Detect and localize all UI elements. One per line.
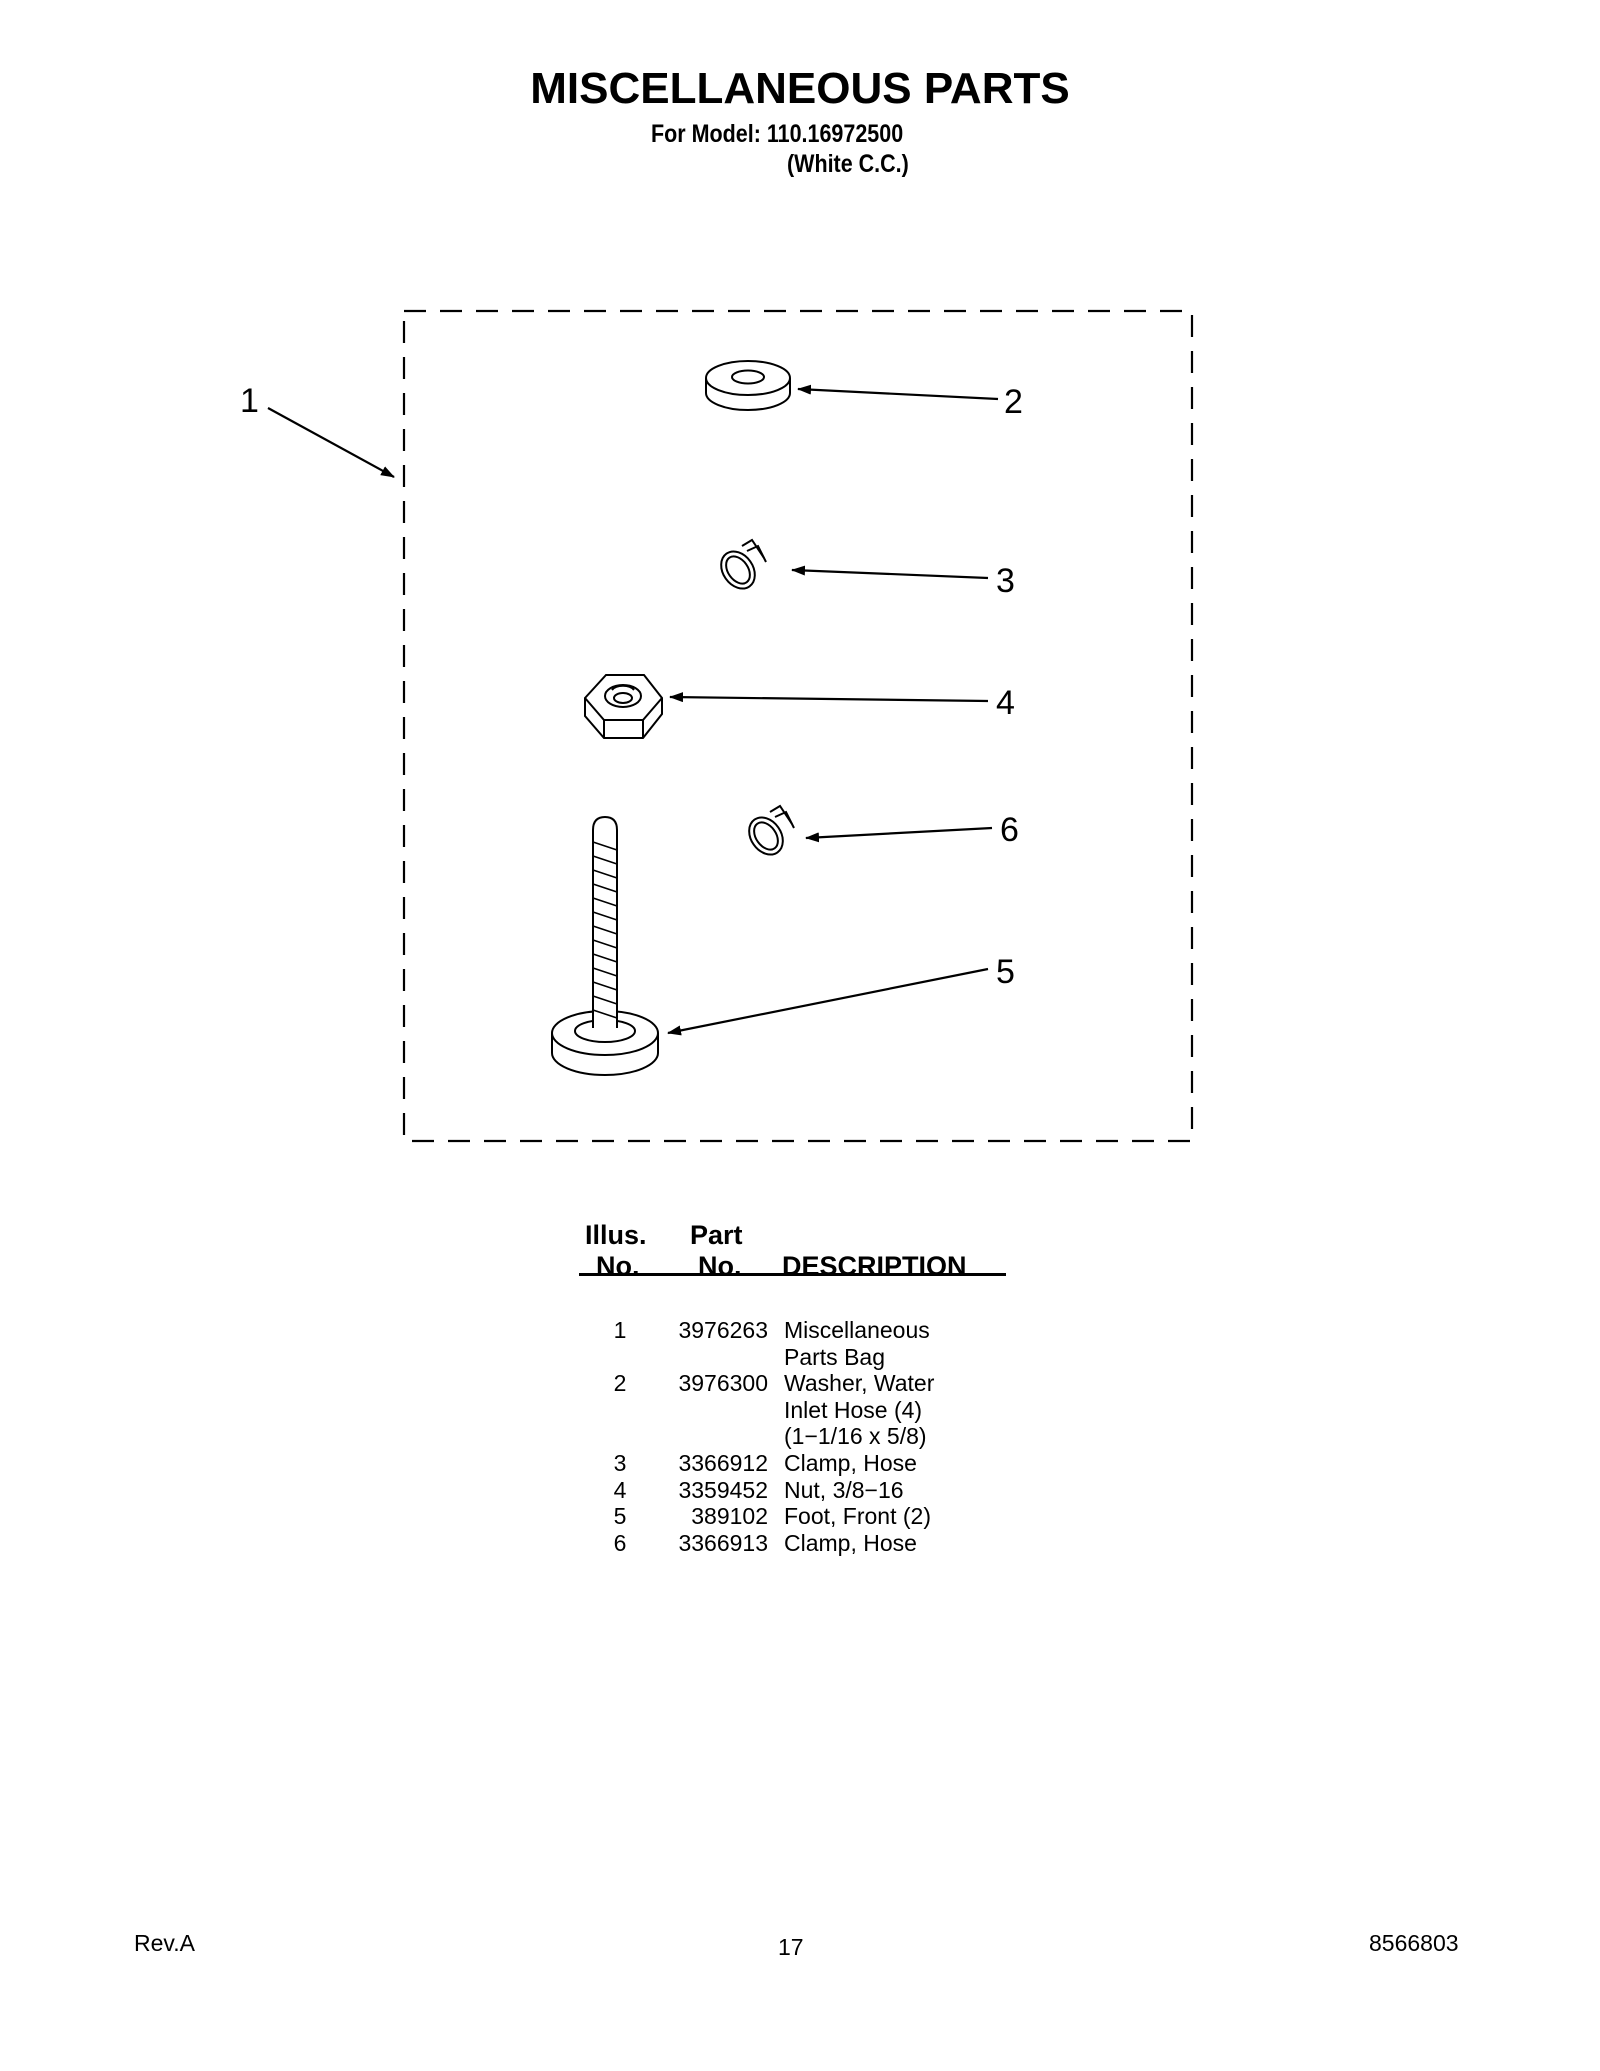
description-line: (1−1/16 x 5/8) [784,1423,927,1449]
revision-label: Rev.A [134,1930,195,1956]
part-number: 3976263 [678,1317,768,1343]
leader-arrow-3 [791,565,989,580]
callout-number: 6 [1000,811,1019,849]
page-number: 17 [778,1934,804,1960]
header-divider [579,1273,1006,1276]
illus-header: Illus. [585,1220,647,1250]
part-description: Foot, Front (2) [784,1503,931,1530]
part-description: Clamp, Hose [784,1450,917,1477]
illus-number: 5 [613,1503,627,1529]
part-description: Nut, 3/8−16 [784,1477,904,1504]
part-description: Washer, Water Inlet Hose (4) (1−1/16 x 5… [784,1370,934,1450]
description-line: Inlet Hose (4) [784,1396,923,1423]
leader-arrow-6 [805,826,993,843]
model-number: For Model: 110.16972500 [651,120,904,148]
description-line: Clamp, Hose [784,1450,917,1476]
callout-number: 1 [240,382,259,420]
illus-number: 3 [613,1450,627,1476]
description-line: Foot, Front (2) [784,1503,931,1529]
leveling-foot-icon [551,815,659,1076]
hose-clamp-icon [720,538,767,590]
description-line: Miscellaneous [784,1317,930,1343]
illus-number: 4 [613,1477,627,1503]
part-description: Miscellaneous Parts Bag [784,1317,930,1370]
part-number: 3976300 [678,1370,768,1396]
illus-number: 6 [613,1530,627,1556]
leader-arrow-4 [669,692,989,703]
parts-bag-boundary [402,309,1194,1143]
page-title: MISCELLANEOUS PARTS [530,64,1070,113]
parts-diagram: 1 2 3 4 6 5 [240,309,1194,1143]
hose-clamp-icon [748,804,795,856]
part-number: 3359452 [678,1477,768,1503]
callout-number: 2 [1004,383,1023,421]
washer-icon [705,360,791,411]
callout-number: 4 [996,684,1015,722]
illus-header: No. [596,1251,640,1281]
model-variant: (White C.C.) [787,150,909,178]
description-line: Nut, 3/8−16 [784,1477,904,1503]
illus-number: 1 [613,1317,627,1343]
leader-arrow-2 [797,384,999,401]
part-description: Clamp, Hose [784,1530,917,1557]
part-header: No. [698,1251,742,1281]
leader-arrow-5 [667,967,989,1036]
document-number: 8566803 [1369,1930,1459,1956]
description-header: DESCRIPTION [782,1251,967,1281]
part-header: Part [690,1220,743,1250]
callout-number: 3 [996,562,1015,600]
part-number: 389102 [691,1503,768,1529]
description-line: Parts Bag [784,1343,885,1370]
leader-arrow-1 [267,407,395,478]
part-number: 3366912 [678,1450,768,1476]
hex-nut-icon [584,674,663,739]
description-line: Clamp, Hose [784,1530,917,1556]
part-number: 3366913 [678,1530,768,1556]
callout-number: 5 [996,953,1015,991]
illus-number: 2 [613,1370,627,1396]
description-line: Washer, Water [784,1370,935,1396]
